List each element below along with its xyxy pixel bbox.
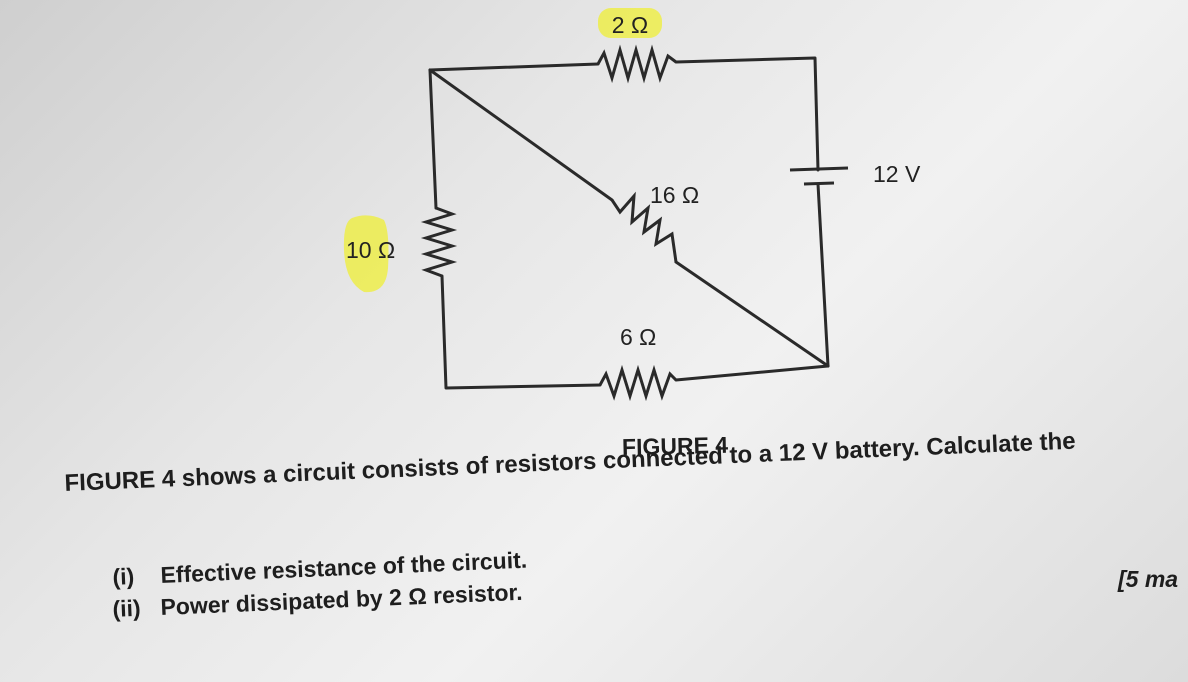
resistor-2-ohm: [596, 44, 677, 84]
label-12-volt: 12 V: [873, 161, 921, 187]
resistor-6-ohm: [598, 364, 678, 402]
wire-top-left: [428, 62, 600, 72]
wire-left-lower: [440, 274, 602, 390]
marks-allocation: [5 ma: [1118, 566, 1179, 592]
resistor-16-ohm: [610, 191, 678, 263]
wire-bottom-right: [674, 364, 830, 382]
wire-top-right: [674, 56, 820, 172]
wire-right-lower: [816, 182, 830, 368]
part-number: (ii): [112, 594, 142, 622]
label-10-ohm: 10 Ω: [346, 237, 395, 263]
wire-diagonal-upper: [428, 68, 614, 202]
battery-long-plate: [789, 166, 849, 172]
part-number: (i): [112, 563, 135, 590]
resistor-10-ohm: [420, 206, 458, 278]
label-16-ohm: 16 Ω: [650, 182, 699, 208]
wire-diagonal-lower: [674, 260, 830, 368]
wire-left-upper: [428, 68, 438, 210]
highlight-2-ohm: [598, 8, 662, 38]
battery-short-plate: [803, 181, 835, 186]
label-2-ohm: 2 Ω: [612, 12, 648, 38]
highlight-10-ohm: [343, 215, 389, 293]
label-6-ohm: 6 Ω: [620, 324, 656, 350]
